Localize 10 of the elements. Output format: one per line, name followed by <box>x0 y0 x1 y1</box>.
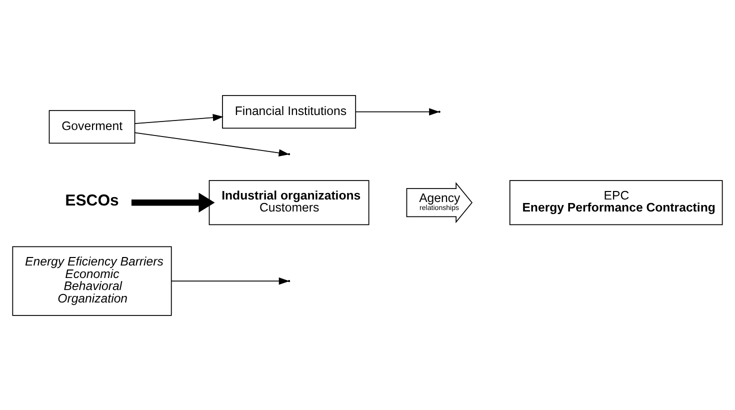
node-box: Energy Eficiency Barriers Economic Behavioral Organization <box>12 246 172 316</box>
arrow <box>134 113 224 124</box>
node-text: ESCOs <box>65 192 119 210</box>
arrow <box>356 108 440 116</box>
node-box: Industrial organizations Customers <box>208 180 370 225</box>
arrow <box>171 276 290 284</box>
node-box: Goverment <box>48 110 136 144</box>
node-box: Financial Institutions <box>222 94 356 128</box>
arrow <box>131 192 215 212</box>
node-box: EPC Energy Performance Contracting <box>509 180 723 225</box>
